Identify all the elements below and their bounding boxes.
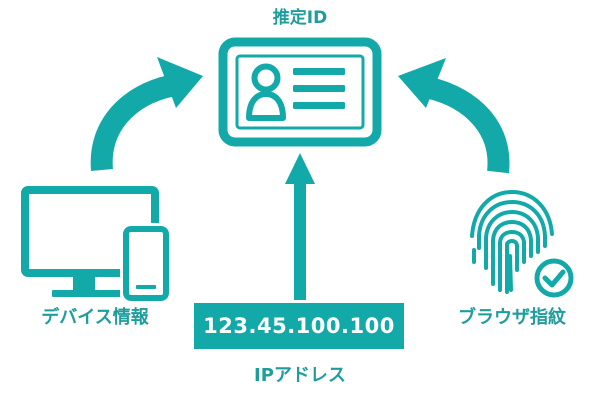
browser-fingerprint-label: ブラウザ指紋 bbox=[458, 307, 566, 328]
ip-address-box bbox=[194, 303, 404, 349]
fingerprint-icon bbox=[470, 189, 554, 294]
estimated-id-label: 推定ID bbox=[272, 8, 328, 28]
id-card-icon bbox=[218, 37, 382, 147]
check-circle-icon bbox=[531, 255, 577, 301]
arrow-device-to-id bbox=[90, 57, 203, 171]
ip-address-label: IPアドレス bbox=[254, 365, 346, 386]
arrow-ip-to-id bbox=[285, 153, 315, 300]
arrow-fingerprint-to-id bbox=[398, 58, 510, 174]
device-info-label: デバイス情報 bbox=[41, 307, 149, 328]
smartphone-icon bbox=[120, 223, 172, 304]
ip-address-value: 123.45.100.100 bbox=[203, 314, 395, 338]
